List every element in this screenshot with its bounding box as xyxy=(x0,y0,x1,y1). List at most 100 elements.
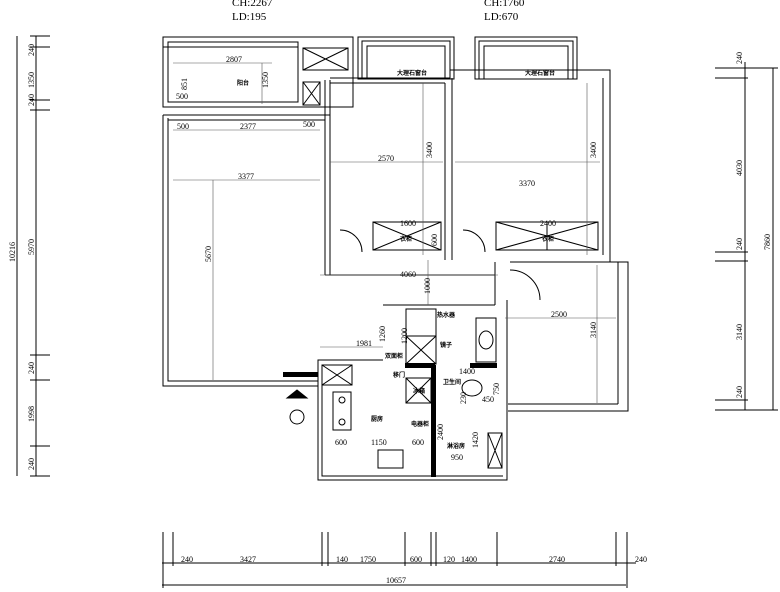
left-dim-4: 240 xyxy=(27,362,36,374)
label-kitchen: 厨房 xyxy=(371,415,383,423)
right-dim-total: 7860 xyxy=(763,234,772,250)
right-dim-0: 240 xyxy=(735,52,744,64)
dim-5670: 5670 xyxy=(204,246,213,262)
label-wardrobe-right: 衣柜 xyxy=(542,235,554,243)
room-labels: 阳台 大理石窗台 大理石窗台 衣柜 衣柜 热水器 镜子 双面柜 移门 冰箱 厨房… xyxy=(237,69,555,450)
left-ld-label: LD:195 xyxy=(232,11,267,23)
right-dim-1: 4030 xyxy=(735,160,744,176)
right-ld-label: LD:670 xyxy=(484,11,519,23)
closet-box-icon xyxy=(302,47,349,71)
dim-1981: 1981 xyxy=(356,339,372,348)
right-dim-3: 3140 xyxy=(735,324,744,340)
dim-1350: 1350 xyxy=(261,72,270,88)
bottom-dim-7: 2740 xyxy=(549,555,565,564)
label-wardrobe-left: 衣柜 xyxy=(400,235,412,243)
fridge-box xyxy=(405,377,432,404)
wardrobe-left-box xyxy=(372,221,442,251)
dim-500b: 500 xyxy=(177,122,189,131)
bottom-dim-1: 3427 xyxy=(240,555,256,564)
dim-600c: 600 xyxy=(412,438,424,447)
inner-dimension-texts: 2807 1350 851 500 500 2377 500 3377 5670… xyxy=(176,55,598,462)
label-mirror: 镜子 xyxy=(440,341,452,349)
dim-1000: 1000 xyxy=(423,278,432,294)
dim-1200: 1200 xyxy=(400,328,409,344)
label-balcony: 阳台 xyxy=(237,79,249,87)
label-double-cabinet: 双面柜 xyxy=(385,352,403,360)
exterior-walls xyxy=(162,36,629,481)
left-dim-1: 240 xyxy=(27,94,36,106)
bottom-dim-3: 1750 xyxy=(360,555,376,564)
dim-1420: 1420 xyxy=(471,432,480,448)
dim-1260: 1260 xyxy=(378,326,387,342)
partition-wall xyxy=(431,365,436,477)
dim-2807: 2807 xyxy=(226,55,242,64)
partition-wall xyxy=(470,363,497,368)
dim-1150: 1150 xyxy=(371,438,387,447)
partition-wall xyxy=(283,372,318,377)
label-sliding-door: 移门 xyxy=(393,371,405,379)
left-dim-2: 1350 xyxy=(27,72,36,88)
left-dim-5: 1998 xyxy=(27,406,36,422)
sink-icon xyxy=(478,330,494,350)
shower-tray-box xyxy=(487,432,503,469)
sink-counter xyxy=(475,317,497,363)
stair-icon xyxy=(289,409,305,425)
dim-230: 230 xyxy=(459,392,468,404)
bottom-dim-5: 120 xyxy=(443,555,455,564)
dim-3140: 3140 xyxy=(589,322,598,338)
entrance-arrow-icon xyxy=(285,389,309,399)
dim-3400a: 3400 xyxy=(425,142,434,158)
label-water-heater: 热水器 xyxy=(437,311,456,319)
right-dim-2: 240 xyxy=(735,238,744,250)
door-swing-icon xyxy=(339,229,363,253)
dim-2400: 2400 xyxy=(540,219,556,228)
label-bathroom: 卫生间 xyxy=(443,378,461,386)
dim-3370: 3370 xyxy=(519,179,535,188)
dim-3400b: 3400 xyxy=(589,142,598,158)
left-dim-total: 10216 xyxy=(8,242,17,262)
toilet-icon xyxy=(461,379,483,397)
dim-600b: 600 xyxy=(335,438,347,447)
bottom-dim-total: 10657 xyxy=(386,576,406,585)
left-dim-3: 5970 xyxy=(27,239,36,255)
right-ch-label: CH:1760 xyxy=(484,0,525,9)
dim-2400b: 2400 xyxy=(436,424,445,440)
bottom-dim-8: 240 xyxy=(635,555,647,564)
label-sill-left: 大理石窗台 xyxy=(397,69,427,77)
dim-3377: 3377 xyxy=(238,172,254,181)
cabinet-box xyxy=(321,364,353,386)
right-dim-4: 240 xyxy=(735,386,744,398)
label-fridge: 冰箱 xyxy=(413,387,425,395)
inner-dimension-lines xyxy=(173,62,616,403)
left-dimension-chain: 240 240 1350 5970 240 1998 240 10216 xyxy=(8,35,50,477)
bottom-dim-4: 600 xyxy=(410,555,422,564)
kitchen-sink-icon xyxy=(377,449,404,469)
bottom-dim-6: 1400 xyxy=(461,555,477,564)
dim-500a: 500 xyxy=(176,92,188,101)
dim-600a: 600 xyxy=(430,234,439,246)
door-swing-icon xyxy=(462,229,486,253)
label-shower: 淋浴房 xyxy=(447,442,465,450)
label-sill-right: 大理石窗台 xyxy=(525,69,555,77)
dim-2500: 2500 xyxy=(551,310,567,319)
fixtures xyxy=(285,47,599,469)
dim-450: 450 xyxy=(482,395,494,404)
shaft-icon xyxy=(302,81,321,106)
dim-4060: 4060 xyxy=(400,270,416,279)
bottom-dim-2: 140 xyxy=(336,555,348,564)
dim-750: 750 xyxy=(492,383,501,395)
left-dim-0: 240 xyxy=(27,44,36,56)
dim-2570: 2570 xyxy=(378,154,394,163)
stove-icon xyxy=(332,391,352,431)
label-appliance-cabinet: 电器柜 xyxy=(411,420,429,428)
dim-2377: 2377 xyxy=(240,122,256,131)
door-swing-icon xyxy=(509,269,541,301)
dim-950: 950 xyxy=(451,453,463,462)
partition-wall xyxy=(405,363,435,368)
dim-851: 851 xyxy=(180,78,189,90)
dim-1600: 1600 xyxy=(400,219,416,228)
bottom-dim-0: 240 xyxy=(181,555,193,564)
right-dimension-chain: 240 4030 240 3140 240 7860 xyxy=(715,52,778,411)
left-ch-label: CH:2267 xyxy=(232,0,273,9)
